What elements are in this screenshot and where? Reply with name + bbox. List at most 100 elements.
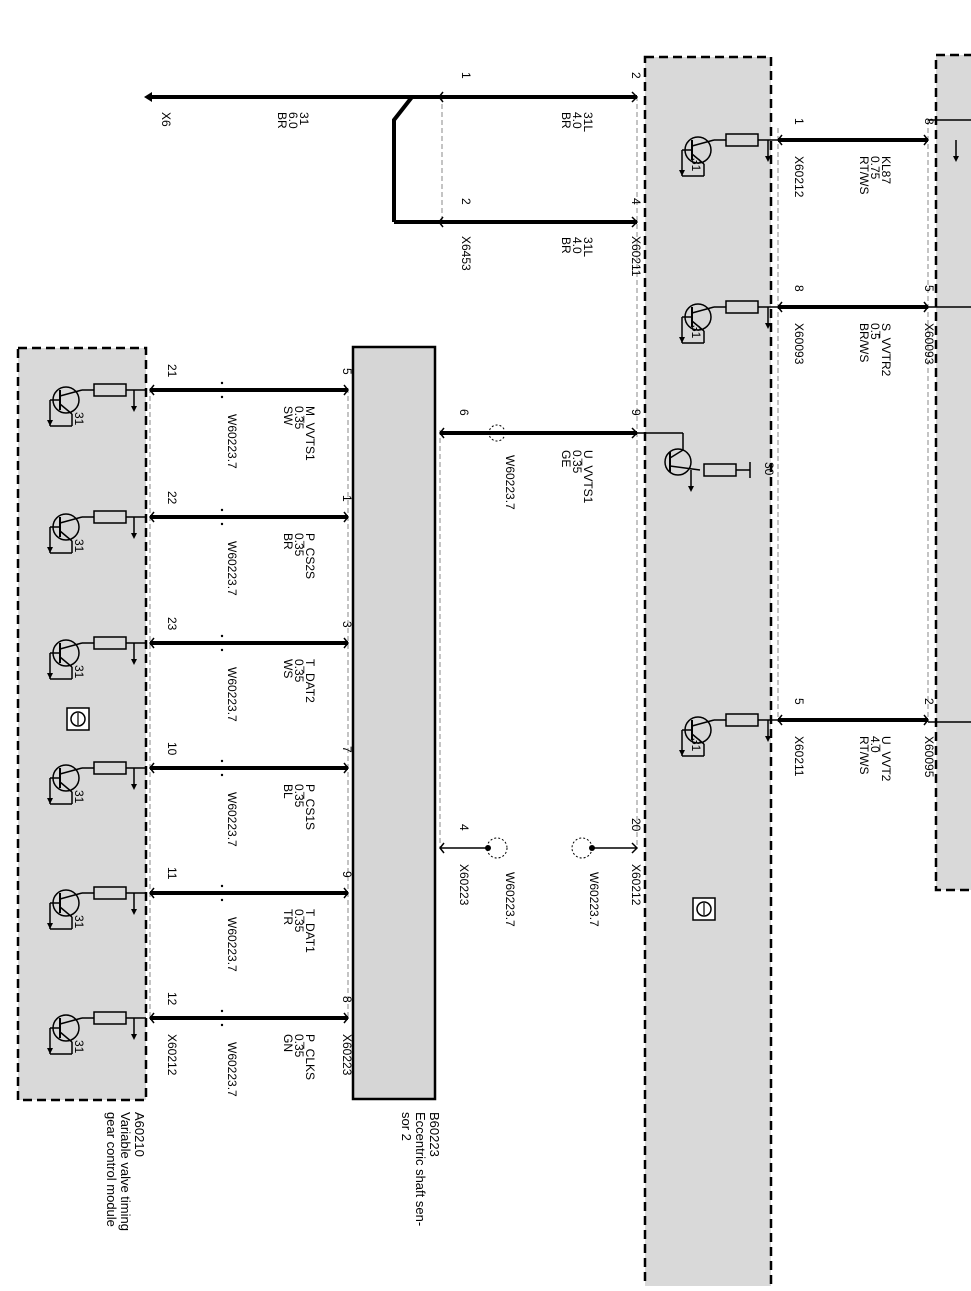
signal-3-info-line-0: P_CS1S <box>303 784 317 830</box>
signal-5-shield: W60223.7 <box>225 1042 239 1097</box>
wire-31l-top-line-1: 4.0 <box>570 112 584 129</box>
sensor-desc-1: Eccentric shaft sen- <box>413 1112 428 1226</box>
signal-connector-sensor: X60223 <box>340 1034 354 1076</box>
driver-supply <box>637 432 751 488</box>
signal-0-info-line-0: M_VVTS1 <box>303 406 317 461</box>
signal-2-info-line-0: T_DAT2 <box>303 659 317 703</box>
signal-1-sensor-pin: 1 <box>340 495 354 502</box>
signal-2-module-pin: 23 <box>165 617 179 631</box>
signal-1-info-line-2: BR <box>281 533 295 550</box>
module-pin-4: 4 <box>629 198 643 205</box>
signal-2-shield: W60223.7 <box>225 667 239 722</box>
right-wire-2-module-pin: 5 <box>792 698 806 705</box>
module-pin-2: 2 <box>629 72 643 79</box>
shield-connector-sensor: X60223 <box>457 864 471 906</box>
pin-arrows <box>149 91 929 1024</box>
wires <box>150 95 928 1020</box>
splice-pin-bottom: 2 <box>459 198 473 205</box>
signal-2-info-line-2: WS <box>281 659 295 678</box>
ground-label-right-0: 31 <box>689 158 703 172</box>
signal-1-info-line-0: P_CS2S <box>303 533 317 579</box>
ground-wire-info-line-2: BR <box>275 112 289 129</box>
right-wire-1-info-line-2: BR/WS <box>857 323 871 362</box>
shield-pin-module: 20 <box>629 818 643 832</box>
signal-4-sensor-pin: 9 <box>340 871 354 878</box>
signal-3-info-line-1: 0.35 <box>292 784 306 808</box>
right-wire-1-far-pin: 5 <box>922 285 936 292</box>
supply-shield-label: W60223.7 <box>503 455 517 510</box>
signal-2-sensor-pin: 3 <box>340 621 354 628</box>
ground-label-right-2: 31 <box>689 738 703 752</box>
module-left-desc-1: Variable valve timing <box>118 1112 133 1231</box>
signal-4-shield: W60223.7 <box>225 917 239 972</box>
ground-label-left-5: 31 <box>72 1040 86 1054</box>
ground-label-left-3: 31 <box>72 790 86 804</box>
supply-pin-module: 9 <box>629 409 643 416</box>
signal-5-module-pin: 12 <box>165 992 179 1006</box>
right-wire-2-far-pin: 2 <box>922 698 936 705</box>
right-wire-1-info-line-0: S_VVTR2 <box>879 323 893 377</box>
ground-label-left-0: 31 <box>72 412 86 426</box>
signal-5-info-line-1: 0.35 <box>292 1034 306 1058</box>
signal-1-shield: W60223.7 <box>225 541 239 596</box>
right-wire-1-info-line-1: 0.5 <box>868 323 882 340</box>
shield-pin-sensor: 4 <box>457 824 471 831</box>
ground-terminal <box>144 92 152 102</box>
wire-31l-bottom-line-0: 31L <box>581 237 595 257</box>
signal-0-sensor-pin: 5 <box>340 368 354 375</box>
signal-0-info-line-1: 0.35 <box>292 406 306 430</box>
right-wire-0-info-line-2: RT/WS <box>857 156 871 194</box>
supply-pin-sensor: 6 <box>457 409 471 416</box>
signal-0-info-line-2: SW <box>281 406 295 426</box>
supply-wire-info-line-1: 0.35 <box>570 450 584 474</box>
right-wire-0-far-pin: 8 <box>922 118 936 125</box>
ground-label-left-1: 31 <box>72 539 86 553</box>
right-wire-0-connector: X60212 <box>792 156 806 198</box>
wire-31l-bottom-line-1: 4.0 <box>570 237 584 254</box>
shield-connector-module: X60212 <box>629 864 643 906</box>
signal-3-sensor-pin: 7 <box>340 746 354 753</box>
splice-pin-top: 1 <box>459 72 473 79</box>
signal-0-module-pin: 21 <box>165 364 179 378</box>
wire-31l-bottom-line-2: BR <box>559 237 573 254</box>
right-wire-2-info-line-0: U_VVT2 <box>879 736 893 782</box>
signal-4-info-line-0: T_DAT1 <box>303 909 317 953</box>
supply-wire-info-line-0: U_VVTS1 <box>581 450 595 504</box>
signal-4-module-pin: 11 <box>165 867 179 880</box>
esd-warning-icon <box>66 707 90 731</box>
center-module-box <box>643 55 773 1291</box>
signal-connector-module: X60212 <box>165 1034 179 1076</box>
signal-3-module-pin: 10 <box>165 742 179 756</box>
wire-31l-top-line-0: 31L <box>581 112 595 132</box>
sensor-id: B60223 <box>427 1112 442 1157</box>
ground-terminal-label: X6 <box>159 112 173 127</box>
esd-warning-icon <box>692 897 716 921</box>
ground-wire-info-line-0: 31 <box>297 112 311 126</box>
signal-5-sensor-pin: 8 <box>340 996 354 1003</box>
signal-1-module-pin: 22 <box>165 491 179 505</box>
right-wire-1-connector: X60093 <box>792 323 806 365</box>
right-wire-2-connector: X60211 <box>792 736 806 777</box>
eccentric-shaft-sensor-box <box>351 345 437 1101</box>
signal-4-info-line-1: 0.35 <box>292 909 306 933</box>
supply-30-label: 30 <box>762 462 776 476</box>
right-wire-0-module-pin: 1 <box>792 118 806 125</box>
supply-wire-info-line-2: GE <box>559 450 573 467</box>
ground-label-right-1: 31 <box>689 325 703 339</box>
right-wire-0-info-line-1: 0.75 <box>868 156 882 180</box>
right-wire-0-info-line-0: KL87 <box>879 156 893 184</box>
signal-2-info-line-1: 0.35 <box>292 659 306 683</box>
far-right-module-box <box>934 53 971 892</box>
right-wire-2-info-line-2: RT/WS <box>857 736 871 774</box>
right-wire-2-far-connector: X60095 <box>922 736 936 778</box>
shield-label-module: W60223.7 <box>587 872 601 927</box>
signal-3-info-line-2: BL <box>281 784 295 799</box>
module-left-id: A60210 <box>132 1112 147 1157</box>
shield-markers <box>486 424 593 859</box>
ground-wire-info-line-1: 6.0 <box>286 112 300 129</box>
signal-4-info-line-2: TR <box>281 909 295 925</box>
right-wire-2-info-line-1: 4.0 <box>868 736 882 753</box>
right-wire-1-module-pin: 8 <box>792 285 806 292</box>
signal-0-shield: W60223.7 <box>225 414 239 469</box>
